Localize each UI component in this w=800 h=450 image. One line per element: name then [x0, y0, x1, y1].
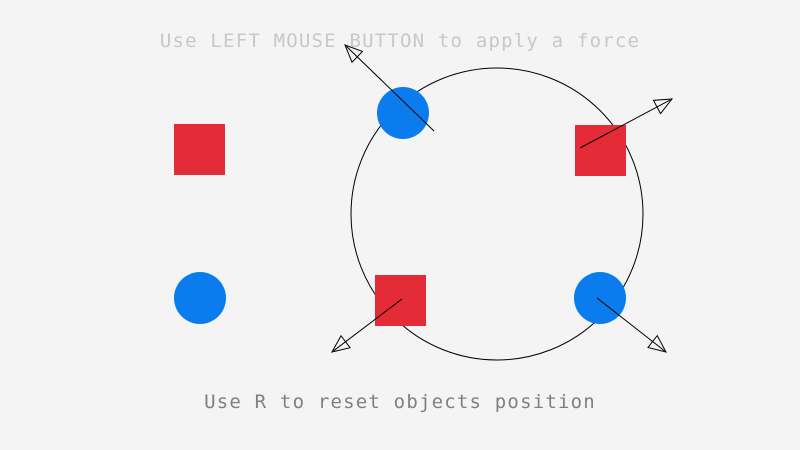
circle-top-center[interactable]	[377, 87, 429, 139]
force-vector-square-top-right	[579, 98, 674, 149]
force-vectors-layer	[331, 44, 674, 353]
force-vector-arrowhead	[344, 44, 364, 64]
square-top-left[interactable]	[174, 124, 225, 175]
force-vector-arrowhead	[652, 98, 674, 115]
force-vector-arrowhead	[331, 334, 351, 353]
force-vector-shaft	[596, 297, 665, 352]
force-vector-circle-bottom-right	[596, 297, 667, 353]
force-vector-shaft	[579, 99, 671, 149]
force-vector-shaft	[333, 298, 403, 352]
hint-apply-force: Use LEFT MOUSE BUTTON to apply a force	[159, 30, 641, 52]
force-vector-circle-top-center	[344, 44, 435, 132]
circle-bottom-left[interactable]	[174, 272, 226, 324]
hint-reset-objects: Use R to reset objects position	[204, 391, 596, 413]
force-vector-square-bottom-center	[331, 298, 403, 353]
force-vector-arrowhead	[647, 334, 667, 353]
bodies-layer	[174, 87, 626, 326]
force-vector-shaft	[346, 46, 435, 132]
square-top-right[interactable]	[575, 125, 626, 176]
circle-bottom-right[interactable]	[574, 272, 626, 324]
boundary-circle	[350, 67, 644, 361]
